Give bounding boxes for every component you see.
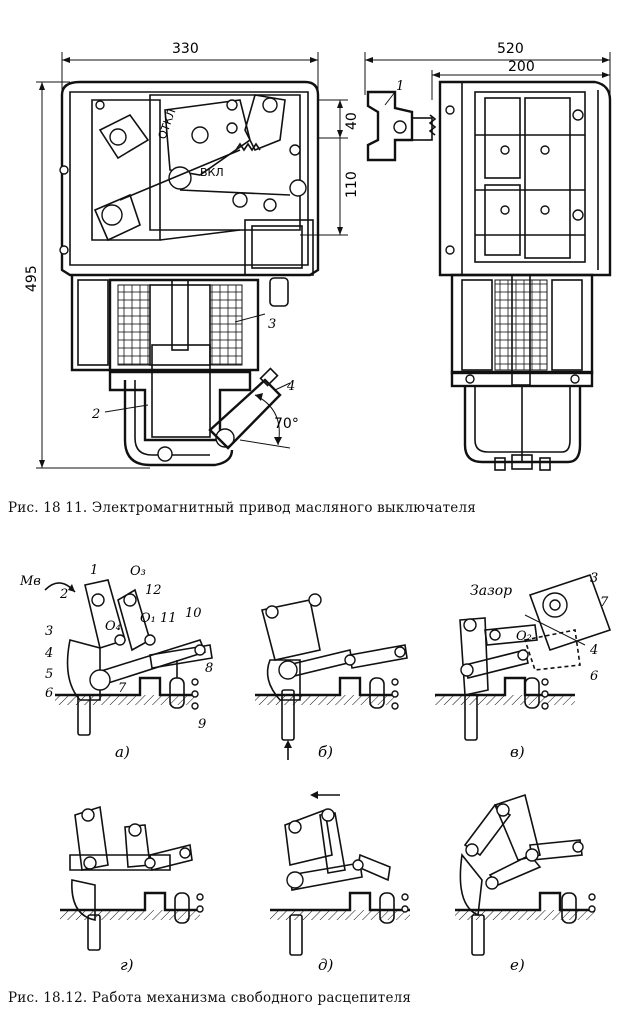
- dim-330: 330: [172, 41, 199, 57]
- label-a-5: 5: [45, 667, 53, 682]
- label-a-4: 4: [44, 646, 53, 661]
- dim-40: 40: [344, 112, 360, 130]
- label-v-6: 6: [590, 669, 598, 684]
- label-a-1: 1: [90, 563, 98, 578]
- label-v-7: 7: [600, 595, 609, 610]
- subfig-v: в): [510, 743, 525, 761]
- callout-4: 4: [286, 379, 295, 394]
- figure-2-drawing: [44, 573, 612, 956]
- label-a-o4: O₄: [105, 619, 121, 634]
- label-a-o3: O₃: [130, 564, 146, 579]
- moment-label: Мв: [19, 574, 41, 589]
- subfig-d: д): [318, 956, 334, 974]
- label-a-11: 11: [160, 611, 177, 626]
- subfig-b: б): [318, 743, 333, 761]
- subfig-g: г): [120, 956, 134, 974]
- callout-2: 2: [91, 407, 100, 422]
- figure-2-caption: Рис. 18.12. Работа механизма свободного …: [8, 990, 412, 1006]
- label-a-3: 3: [45, 624, 53, 639]
- label-v-4: 4: [589, 643, 598, 658]
- callout-3: 3: [268, 317, 276, 332]
- figure-1-drawing: [36, 52, 612, 471]
- subfig-a: а): [115, 743, 130, 761]
- label-a-12: 12: [145, 583, 162, 598]
- dim-200: 200: [508, 59, 535, 75]
- dim-520: 520: [497, 41, 524, 57]
- subfig-e: е): [510, 956, 525, 974]
- dim-495: 495: [24, 265, 40, 292]
- label-a-10: 10: [185, 606, 202, 621]
- label-a-6: 6: [45, 686, 53, 701]
- label-a-8: 8: [205, 661, 213, 676]
- label-v-o2: O₂: [516, 629, 532, 644]
- otkl-text: ОТКЛ: [156, 107, 179, 141]
- label-a-2: 2: [59, 587, 68, 602]
- angle-70: 70°: [274, 416, 299, 432]
- label-a-9: 9: [198, 717, 206, 732]
- label-a-o1: O₁: [140, 611, 156, 626]
- vkl-text: ВКЛ: [200, 166, 224, 179]
- gap-label: Зазор: [470, 583, 512, 599]
- callout-1: 1: [396, 79, 404, 94]
- label-v-3: 3: [590, 571, 598, 586]
- label-a-7: 7: [118, 681, 127, 696]
- figure-1-caption: Рис. 18 11. Электромагнитный привод масл…: [8, 500, 476, 516]
- dim-110: 110: [344, 171, 360, 198]
